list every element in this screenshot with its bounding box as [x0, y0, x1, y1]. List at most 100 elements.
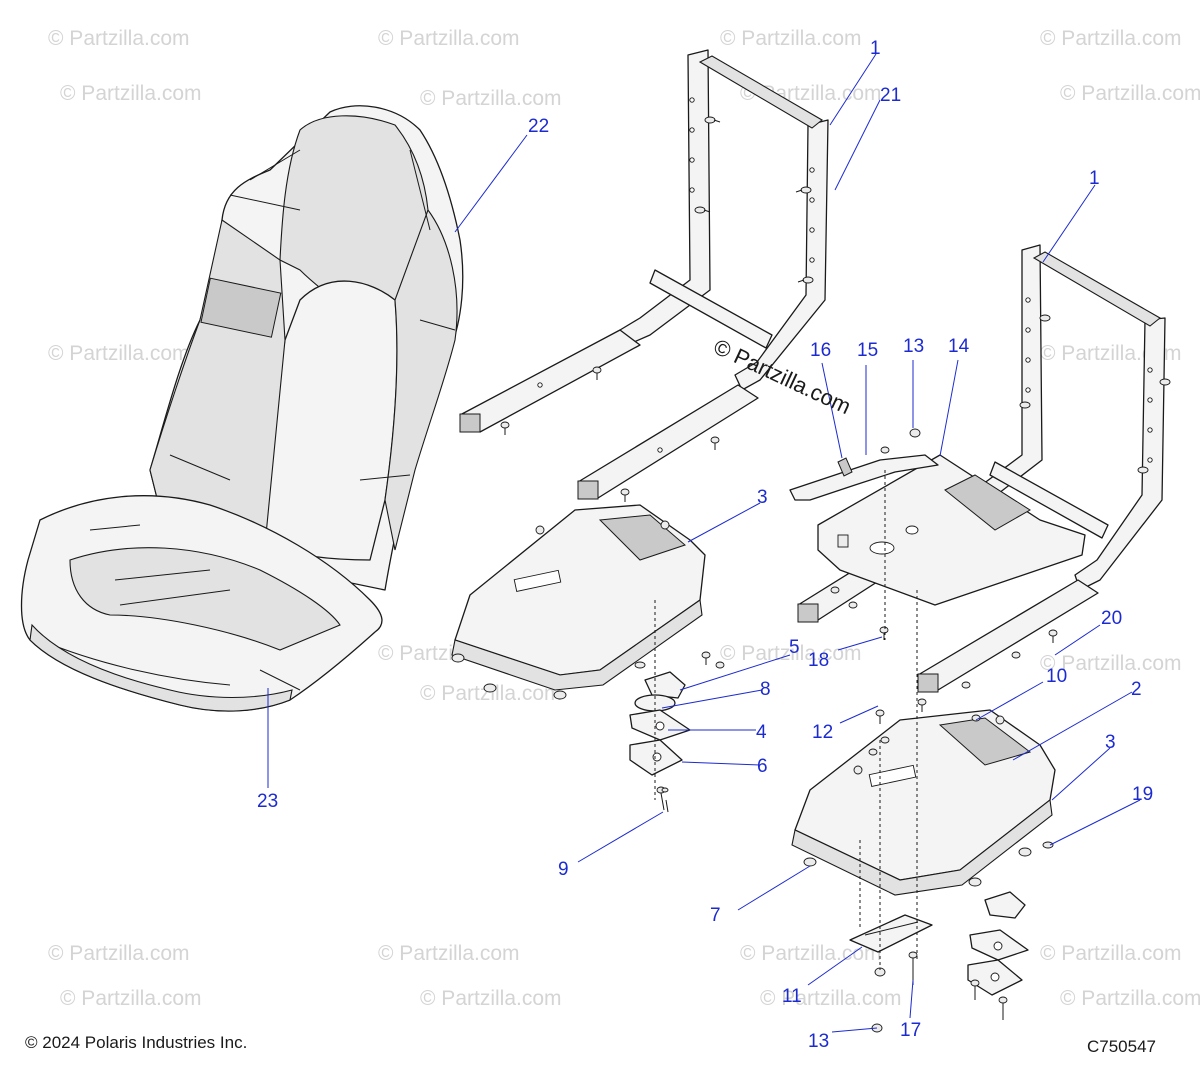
bolt — [970, 979, 980, 1000]
bolt — [1137, 466, 1149, 474]
callout-10: 10 — [1046, 666, 1067, 687]
seat-slide-base-left — [451, 504, 706, 691]
release-lever-spring — [837, 457, 853, 477]
bolt — [880, 736, 890, 744]
watermark: © Partzilla.com — [378, 942, 520, 965]
callout-13: 13 — [903, 336, 924, 357]
frame-left-holes — [537, 97, 815, 453]
nut — [1011, 651, 1021, 659]
callout-20: 20 — [1101, 608, 1122, 629]
latch-5-right — [984, 891, 1026, 919]
frame-left-cross-bar — [649, 269, 773, 349]
callout-6: 6 — [757, 756, 768, 777]
watermark: © Partzilla.com — [720, 642, 862, 665]
watermark: © Partzilla.com — [1040, 652, 1182, 675]
callout-18: 18 — [808, 650, 829, 671]
callout-3: 3 — [1105, 732, 1116, 753]
seat-slide-base-right — [791, 709, 1056, 896]
callout-13: 13 — [808, 1031, 829, 1052]
frame-left-leg-a — [459, 329, 641, 433]
seat-frame-left — [459, 49, 829, 500]
callout-4: 4 — [756, 722, 767, 743]
slide-base-left-rail — [451, 599, 703, 691]
slide-base-right-pocket — [938, 717, 1032, 766]
frame-right-upright-a — [974, 244, 1043, 501]
bolt — [1048, 629, 1058, 643]
watermark: © Partzilla.com — [48, 342, 190, 365]
mounting-plate-cutout — [944, 474, 1031, 531]
frame-right-holes — [1025, 297, 1153, 463]
callout-11: 11 — [782, 986, 802, 1007]
callout-16: 16 — [810, 340, 831, 361]
watermark: © Partzilla.com — [48, 27, 190, 50]
callout-17: 17 — [900, 1020, 921, 1041]
nut — [848, 601, 858, 609]
watermark: © Partzilla.com — [60, 987, 202, 1010]
callout-7: 7 — [710, 905, 721, 926]
latch-5 — [644, 671, 686, 699]
frame-left-leg-b-end — [577, 480, 599, 500]
callout-2: 2 — [1131, 679, 1142, 700]
watermark: © Partzilla.com — [1060, 987, 1200, 1010]
bolt — [500, 421, 510, 435]
bolt — [694, 206, 711, 214]
nut — [830, 586, 840, 594]
watermark: © Partzilla.com — [420, 987, 562, 1010]
slide-base-right-rail — [791, 798, 1053, 896]
slide-base-right-slot — [868, 764, 917, 787]
callout-22: 22 — [528, 116, 549, 137]
nut — [483, 683, 497, 693]
slide-base-left-slot — [513, 569, 562, 592]
bolt — [701, 651, 711, 665]
callout-5: 5 — [789, 637, 800, 658]
bolt — [998, 996, 1008, 1020]
watermark: © Partzilla.com — [720, 27, 862, 50]
nut — [553, 690, 567, 700]
bolt — [797, 276, 814, 284]
watermark: © Partzilla.com — [60, 82, 202, 105]
bolt — [620, 488, 630, 502]
nut — [1018, 847, 1032, 857]
bracket-11-teeth — [864, 921, 919, 936]
release-lever-15 — [789, 454, 939, 501]
fasteners — [451, 116, 1171, 1033]
callout-12: 12 — [812, 722, 833, 743]
seat-cushion-center — [69, 547, 341, 651]
callout-1: 1 — [870, 38, 881, 59]
callout-19: 19 — [1132, 784, 1153, 805]
bolt — [1039, 314, 1051, 322]
watermark: © Partzilla.com — [1040, 942, 1182, 965]
frame-left-top-bar — [698, 55, 823, 129]
bolt — [704, 116, 721, 124]
watermark: © Partzilla.com — [420, 87, 562, 110]
bolt — [879, 626, 889, 640]
callout-labels: 1 21 1 22 16 15 13 14 3 5 8 4 6 9 23 18 … — [257, 38, 1153, 1052]
mounting-plate-stud — [837, 534, 849, 548]
bolt — [917, 698, 927, 712]
bolt — [1159, 378, 1171, 386]
leader-lines — [267, 53, 1141, 1033]
seat-side-bolster-right — [384, 208, 458, 551]
watermark: © Partzilla.com — [48, 942, 190, 965]
callout-1: 1 — [1089, 168, 1100, 189]
watermark: © Partzilla.com — [420, 682, 562, 705]
seat-back-panel — [200, 277, 282, 338]
callout-14: 14 — [948, 336, 970, 357]
nut — [1042, 841, 1054, 849]
frame-right-leg-b-end — [917, 673, 939, 693]
bolt — [661, 787, 669, 813]
seat-contour-lines — [169, 149, 456, 481]
bolt — [868, 748, 878, 756]
watermark: © Partzilla.com — [378, 27, 520, 50]
bolt — [710, 436, 720, 450]
bolt — [715, 661, 725, 669]
seat-assembly — [20, 105, 464, 712]
watermark: © Partzilla.com — [740, 942, 882, 965]
callout-3: 3 — [757, 487, 768, 508]
nut — [880, 446, 890, 454]
nut — [909, 428, 921, 438]
diagram-id: C750547 — [1087, 1037, 1156, 1056]
frame-left-leg-b — [577, 384, 759, 499]
watermark: © Partzilla.com — [1060, 82, 1200, 105]
